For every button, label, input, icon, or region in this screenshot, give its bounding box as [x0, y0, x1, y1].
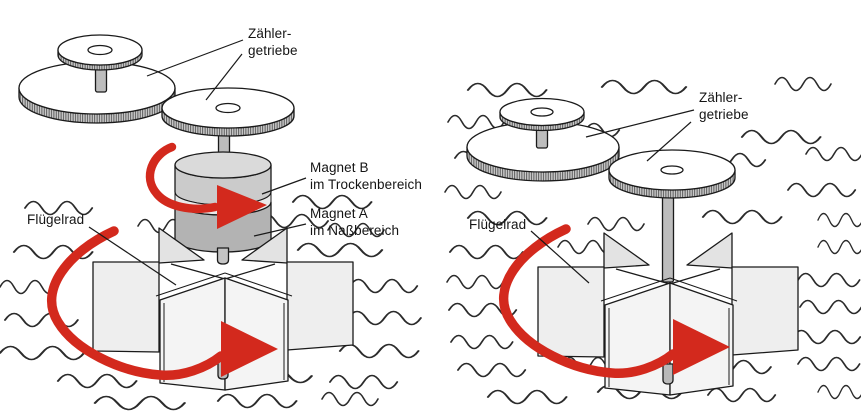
leader-lines-right: [530, 109, 695, 284]
counter-gear-train-right: [466, 97, 736, 283]
rotation-arrow-upper: [145, 142, 267, 229]
left-panel: [0, 34, 422, 411]
label-counter-gears-right: Zähler- getriebe: [699, 90, 749, 122]
label-counter-gears-left: Zähler- getriebe: [248, 26, 298, 58]
label-impeller-right: Flügelrad: [469, 217, 527, 232]
label-magnet-a: Magnet A im Naßbereich: [310, 206, 400, 238]
counter-gear-train-left: [18, 34, 295, 171]
right-panel: [444, 76, 861, 405]
label-magnet-b: Magnet B im Trockenbereich: [310, 160, 422, 192]
label-impeller-left: Flügelrad: [27, 212, 85, 227]
leader-lines-left: [88, 39, 307, 286]
